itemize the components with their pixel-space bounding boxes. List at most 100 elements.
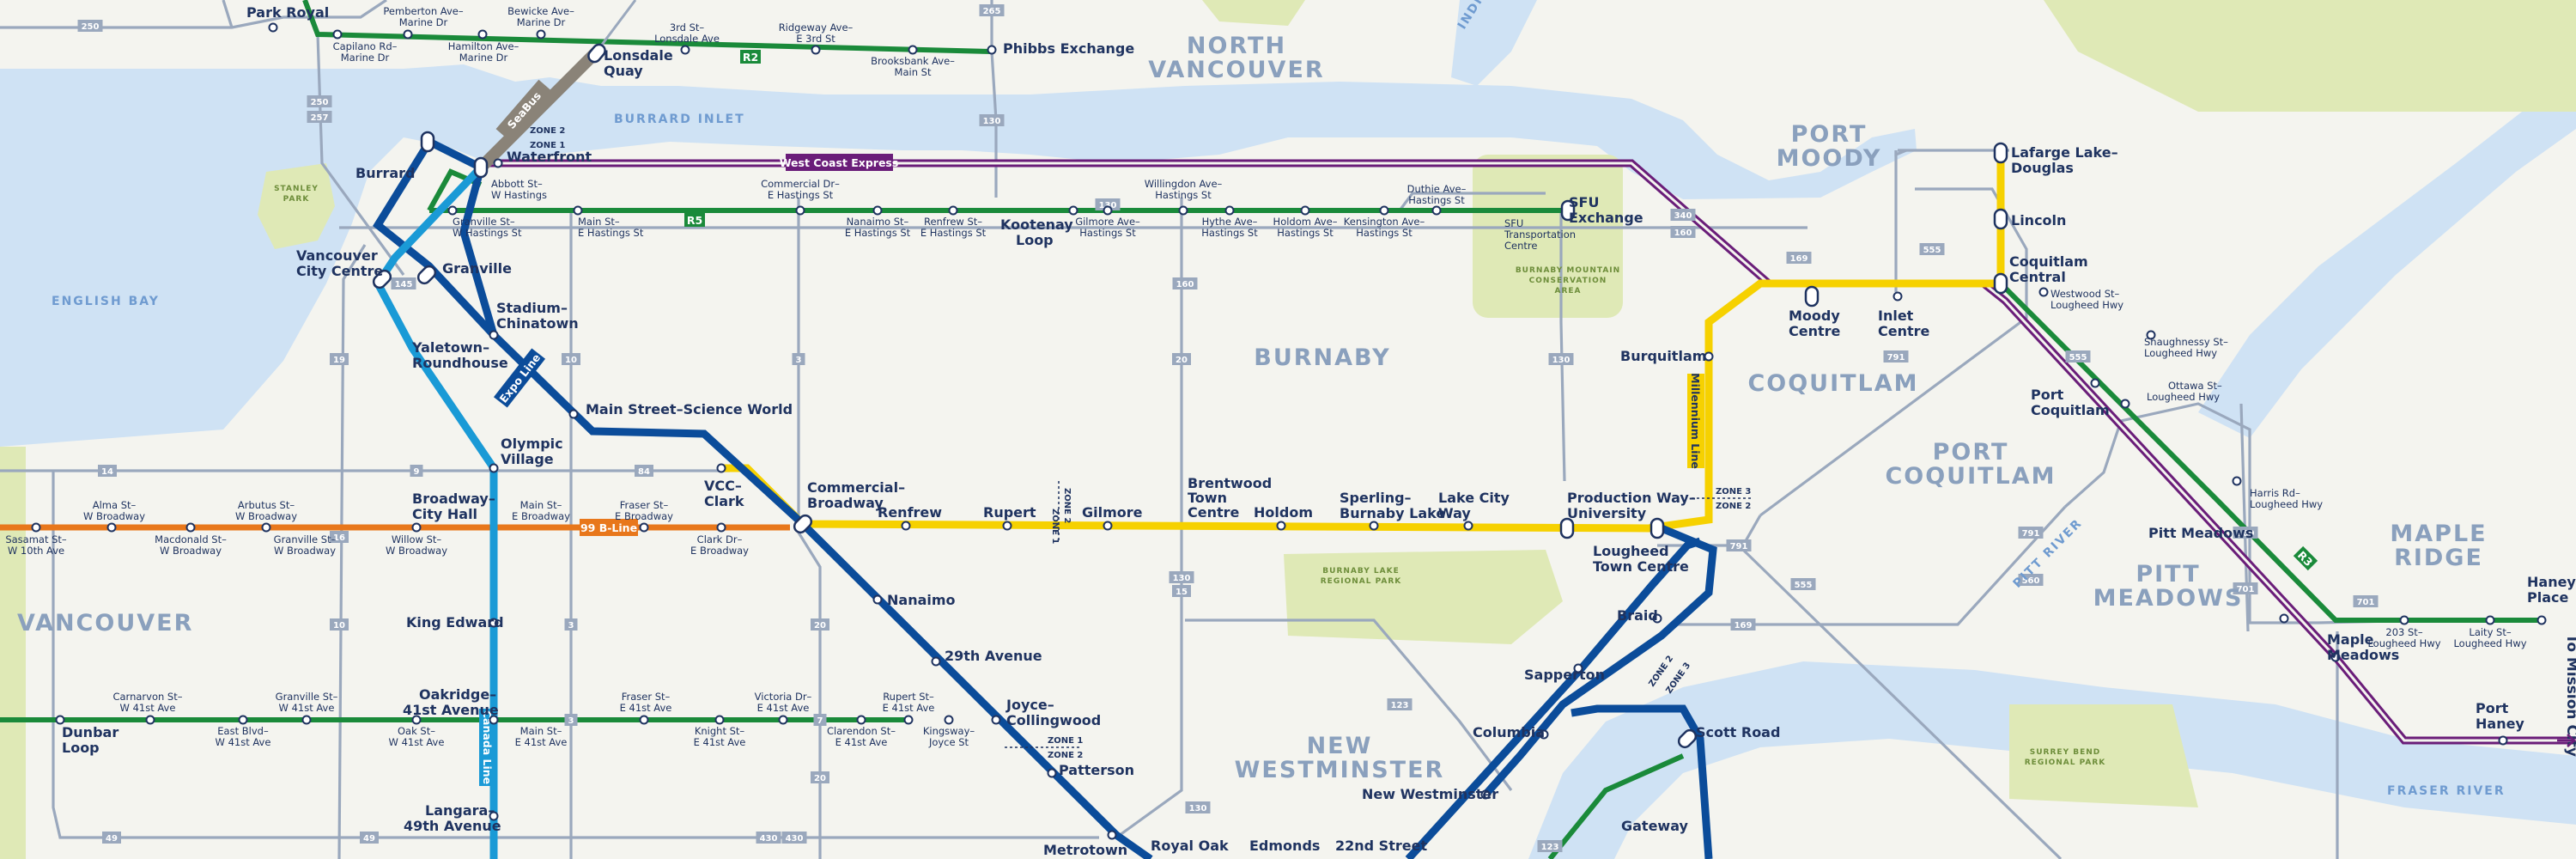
bus-route-box[interactable]: 130 (979, 114, 1005, 126)
station-dot[interactable] (411, 522, 422, 533)
station-dot[interactable] (493, 158, 503, 168)
station-dot[interactable] (1573, 663, 1583, 673)
station-dot[interactable] (872, 594, 883, 605)
interchange-marker[interactable] (1560, 199, 1576, 222)
station-dot[interactable] (639, 715, 649, 725)
station-holdom[interactable]: Holdom (1254, 504, 1313, 521)
bus-route-box[interactable]: 160 (2233, 527, 2258, 539)
stop-granville-41st[interactable]: Granville St–W 41st Ave (276, 691, 338, 714)
interchange-marker[interactable] (1649, 517, 1665, 539)
station-main-street[interactable]: Main Street–Science World (586, 401, 793, 417)
interchange-marker[interactable] (1676, 728, 1698, 749)
station-dot[interactable] (261, 522, 271, 533)
bus-route-box[interactable]: 123 (1537, 840, 1563, 852)
stop-brooksbank[interactable]: Brooksbank Ave–Main St (871, 55, 955, 78)
stop-203rd[interactable]: 203 St–Lougheed Hwy (2367, 626, 2440, 649)
station-dot[interactable] (2146, 330, 2156, 340)
station-dot[interactable] (536, 29, 546, 40)
bus-route-box[interactable]: 16 (330, 531, 349, 543)
stop-granville-hastings[interactable]: Granville St–W Hastings St (453, 216, 522, 239)
station-pitt-meadows[interactable]: Pitt Meadows (2148, 525, 2253, 541)
station-dot[interactable] (477, 29, 488, 40)
interchange-marker[interactable] (1804, 285, 1820, 308)
bus-route-box[interactable]: 9 (410, 465, 423, 477)
station-dot[interactable] (811, 45, 821, 55)
station-dot[interactable] (332, 29, 343, 40)
stop-capilano[interactable]: Capilano Rd–Marine Dr (333, 40, 398, 64)
station-dot[interactable] (2279, 613, 2289, 624)
station-langara[interactable]: Langara–49th Avenue (404, 802, 501, 834)
bus-route-box[interactable]: 430 (756, 832, 781, 844)
stop-westwood[interactable]: Westwood St–Lougheed Hwy (2050, 288, 2123, 311)
station-dot[interactable] (778, 715, 788, 725)
stop-holdom-hastings[interactable]: Holdom Ave–Hastings St (1273, 216, 1338, 239)
stop-carnarvon[interactable]: Carnarvon St–W 41st Ave (112, 691, 182, 714)
station-dot[interactable] (2399, 615, 2409, 625)
station-dot[interactable] (1002, 521, 1012, 531)
stop-renfrew-hastings[interactable]: Renfrew St–E Hastings St (920, 216, 987, 239)
bus-route-box[interactable]: 250 (77, 20, 103, 32)
bus-route-box[interactable]: 555 (1790, 578, 1816, 590)
station-dot[interactable] (2120, 399, 2130, 409)
station-dot[interactable] (268, 22, 278, 33)
station-dot[interactable] (1047, 768, 1057, 778)
stop-ottawa[interactable]: Ottawa St–Lougheed Hwy (2147, 380, 2222, 403)
station-dot[interactable] (489, 715, 499, 725)
station-sapperton[interactable]: Sapperton (1524, 667, 1605, 683)
bus-route-box[interactable]: 15 (1172, 585, 1191, 597)
station-lincoln[interactable]: Lincoln (2011, 212, 2066, 228)
station-dot[interactable] (55, 715, 65, 725)
station-dot[interactable] (403, 29, 413, 40)
bus-route-box[interactable]: 701 (2353, 595, 2379, 607)
stop-gilmore-hastings[interactable]: Gilmore Ave–Hastings St (1075, 216, 1140, 239)
station-dot[interactable] (1431, 205, 1442, 216)
stop-oak-41st[interactable]: Oak St–W 41st Ave (389, 725, 445, 748)
stop-granville-broadway[interactable]: Granville St–W Broadway (274, 533, 337, 557)
stop-victoria-41st[interactable]: Victoria Dr–E 41st Ave (755, 691, 812, 714)
bus-route-box[interactable]: 3 (564, 714, 578, 726)
stop-knight-41st[interactable]: Knight St–E 41st Ave (694, 725, 746, 748)
station-dot[interactable] (903, 715, 914, 725)
bus-route-box[interactable]: 14 (98, 465, 117, 477)
interchange-marker[interactable] (416, 264, 437, 285)
station-production-way[interactable]: Production Way–University (1567, 490, 1696, 521)
station-sperling[interactable]: Sperling–Burnaby Lake (1340, 490, 1445, 521)
bus-route-box[interactable]: 340 (1670, 209, 1696, 221)
bus-route-box[interactable]: 555 (2065, 350, 2091, 362)
bus-route-box[interactable]: 791 (1726, 539, 1752, 551)
station-dot[interactable] (1379, 205, 1389, 216)
bus-route-box[interactable]: 130 (1169, 571, 1194, 583)
stop-shaughnessy[interactable]: Shaughnessy St–Lougheed Hwy (2144, 336, 2228, 359)
interchange-marker[interactable] (473, 156, 489, 179)
station-dot[interactable] (1103, 205, 1113, 216)
station-nanaimo[interactable]: Nanaimo (887, 592, 956, 608)
station-dot[interactable] (1369, 521, 1379, 531)
bus-route-box[interactable]: 84 (635, 465, 653, 477)
stop-clarendon[interactable]: Clarendon St–E 41st Ave (827, 725, 896, 748)
bus-route-box[interactable]: 130 (1185, 801, 1211, 813)
interchange-marker[interactable] (420, 131, 435, 153)
stop-commercial-hastings[interactable]: Commercial Dr–E Hastings St (761, 178, 840, 201)
station-metrotown[interactable]: Metrotown (1043, 842, 1127, 858)
bus-route-box[interactable]: 791 (2018, 527, 2044, 539)
station-dot[interactable] (1463, 521, 1473, 531)
station-burquitlam[interactable]: Burquitlam (1620, 348, 1706, 364)
station-lafarge[interactable]: Lafarge Lake–Douglas (2011, 144, 2118, 176)
stop-main-broadway[interactable]: Main St–E Broadway (512, 499, 570, 522)
bus-route-box[interactable]: 130 (1095, 198, 1121, 210)
bus-route-box[interactable]: 430 (781, 832, 807, 844)
station-dot[interactable] (872, 205, 883, 216)
stop-fraser-broadway[interactable]: Fraser St–E Broadway (615, 499, 673, 522)
station-dot[interactable] (489, 330, 499, 340)
station-dot[interactable] (714, 715, 725, 725)
station-vcc-clark[interactable]: VCC–Clark (704, 478, 744, 509)
interchange-marker[interactable] (586, 42, 608, 64)
station-dot[interactable] (795, 205, 805, 216)
stop-bewicke[interactable]: Bewicke Ave–Marine Dr (507, 5, 574, 28)
